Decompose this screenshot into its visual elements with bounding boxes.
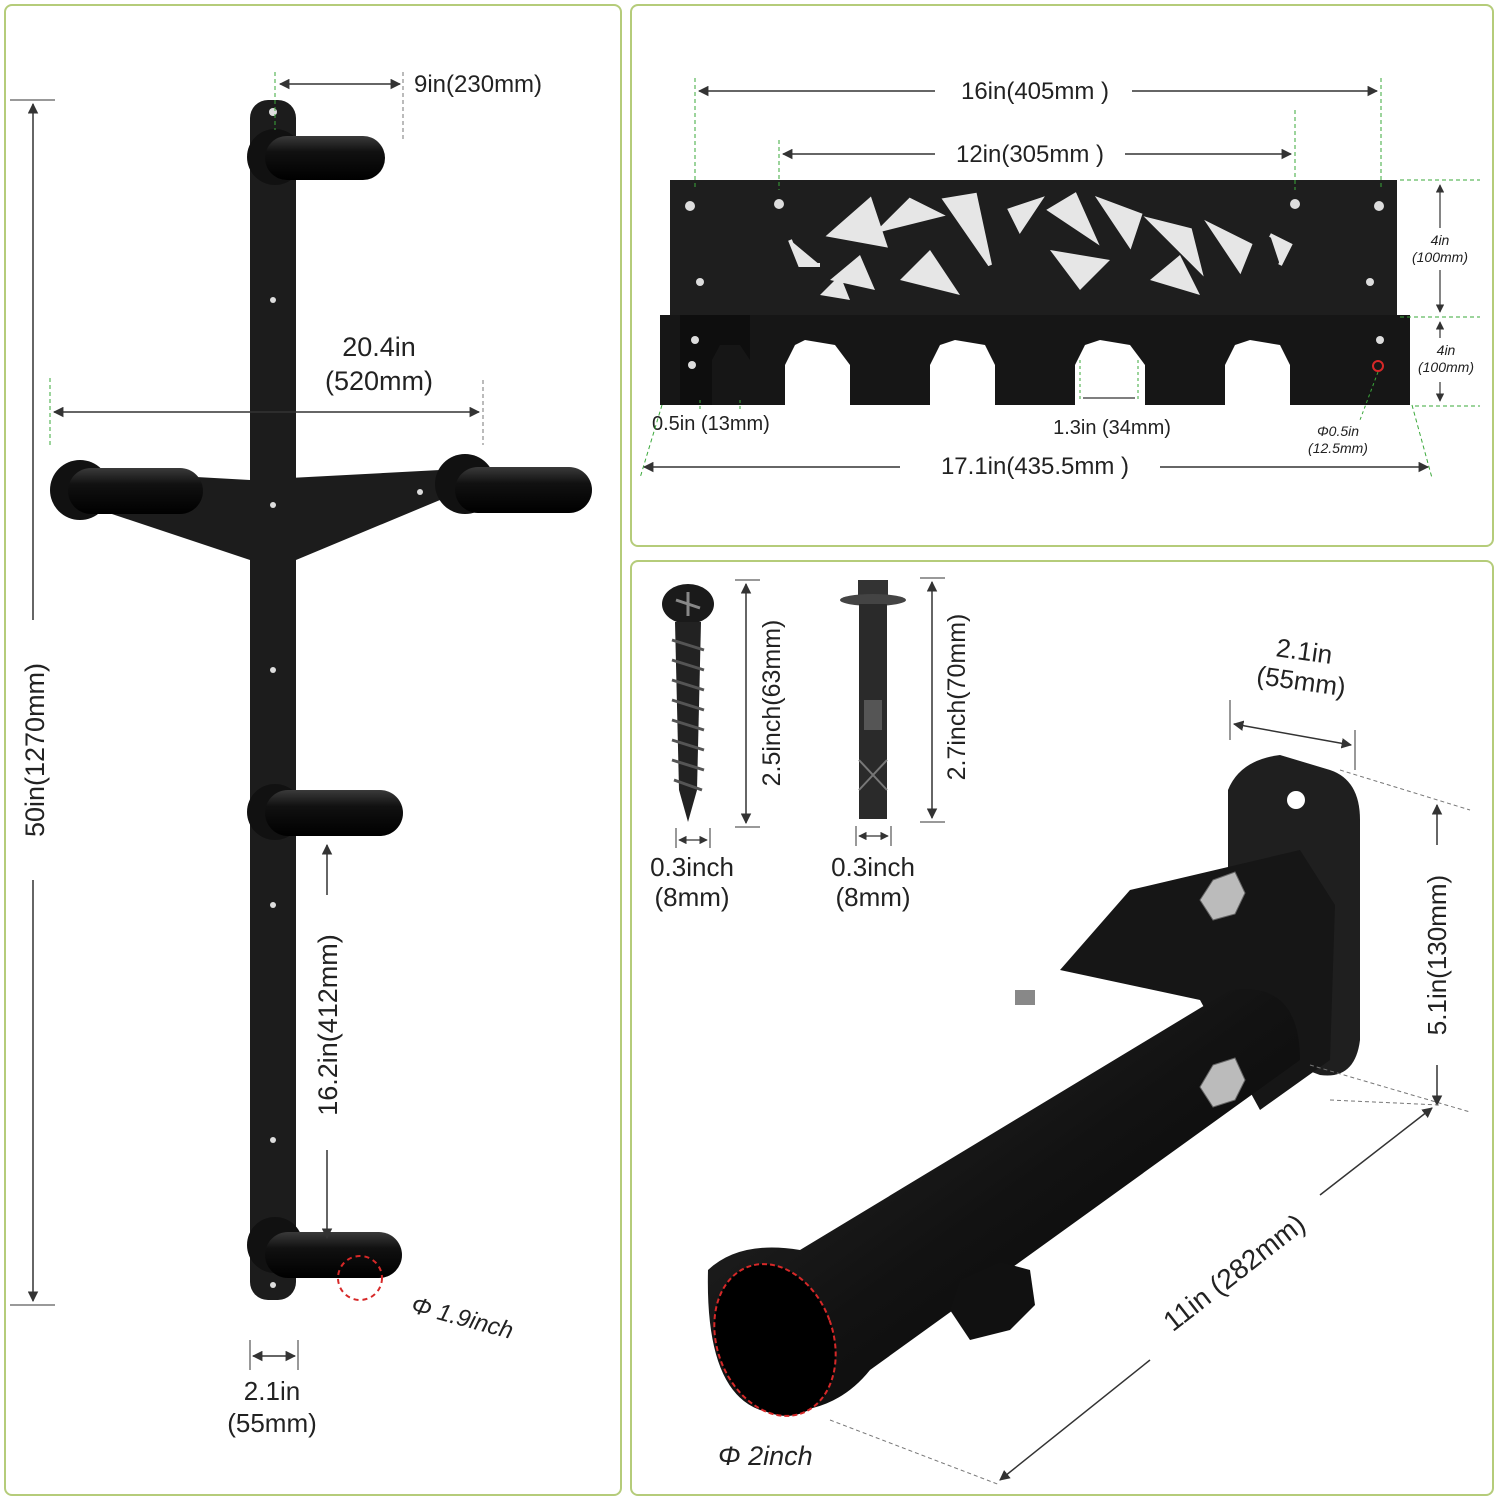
dim-screw-length: 2.5inch(63mm) (735, 579, 786, 828)
dim-arm-span: 20.4in (520mm) (49, 332, 484, 445)
label-screw-width-metric: (8mm) (654, 882, 729, 912)
label-height-upper-value: 4in (1431, 232, 1450, 248)
label-sleeve-diameter: Φ 2inch (718, 1441, 813, 1471)
dim-screw-width: 0.3inch (8mm) (650, 828, 734, 912)
dim-top-offset: 9in(230mm) (274, 71, 542, 140)
dim-total-height: 50in(1270mm) (10, 99, 55, 1306)
label-height-upper-metric: (100mm) (1412, 249, 1468, 265)
label-bolt-length: 2.7inch(70mm) (943, 614, 971, 781)
dim-plate-height: 5.1in(130mm) (1309, 769, 1471, 1113)
peg-top (247, 129, 385, 185)
peg-right-arm (435, 454, 592, 514)
dim-side-heights: 4in (100mm) 4in (100mm) (1400, 179, 1480, 407)
label-arm-span-metric: (520mm) (325, 366, 433, 396)
dim-peg-spacing: 16.2in(412mm) (313, 843, 343, 1240)
label-plate-height: 5.1in(130mm) (1422, 875, 1452, 1035)
label-screw-length: 2.5inch(63mm) (758, 620, 786, 787)
bar-holder-bracket (660, 180, 1410, 405)
label-slot-edge: 0.5in (13mm) (652, 413, 770, 435)
dim-outer-holes: 16in(405mm ) (694, 78, 1382, 190)
label-arm-span-value: 20.4in (342, 332, 416, 362)
wood-screw (662, 584, 714, 822)
label-peg-diameter: Φ 1.9inch (408, 1292, 516, 1345)
label-slot-width: 1.3in (34mm) (1053, 417, 1171, 439)
label-total-height: 50in(1270mm) (20, 663, 50, 837)
rack-vertical-bar (70, 100, 440, 1300)
landmine-panel (630, 560, 1494, 1496)
label-inner-holes: 12in(305mm ) (956, 141, 1104, 168)
dim-bolt-length: 2.7inch(70mm) (920, 577, 971, 823)
label-height-lower-value: 4in (1437, 342, 1456, 358)
dim-slot-edge: 0.5in (13mm) (652, 400, 770, 435)
label-bar-width-value: 2.1in (244, 1376, 300, 1406)
landmine-sleeve (707, 755, 1360, 1417)
label-bolt-width-metric: (8mm) (835, 882, 910, 912)
dim-slot-width: 1.3in (34mm) (1053, 360, 1171, 439)
label-top-offset: 9in(230mm) (414, 71, 542, 98)
label-total-width: 17.1in(435.5mm ) (941, 453, 1129, 480)
dim-bolt-width: 0.3inch (8mm) (831, 826, 915, 912)
dim-bar-width: 2.1in (55mm) (227, 1340, 317, 1438)
label-height-lower-metric: (100mm) (1418, 359, 1474, 375)
dim-total-width: 17.1in(435.5mm ) (639, 404, 1433, 480)
label-bolt-width-value: 0.3inch (831, 852, 915, 882)
label-screw-width-value: 0.3inch (650, 852, 734, 882)
expansion-bolt (840, 580, 906, 819)
peg-bottom (247, 1217, 402, 1301)
dim-hole-diameter: Φ0.5in (12.5mm) (1308, 371, 1379, 456)
label-hole-diameter-metric: (12.5mm) (1308, 440, 1368, 456)
label-outer-holes: 16in(405mm ) (961, 78, 1109, 105)
peg-left-arm (50, 460, 203, 520)
bar-holder-panel (630, 4, 1494, 547)
dim-inner-holes: 12in(305mm ) (778, 110, 1296, 190)
label-peg-spacing: 16.2in(412mm) (313, 934, 343, 1116)
label-bar-width-metric: (55mm) (227, 1408, 317, 1438)
peg-middle (247, 784, 403, 840)
label-hole-diameter-value: Φ0.5in (1317, 423, 1359, 439)
